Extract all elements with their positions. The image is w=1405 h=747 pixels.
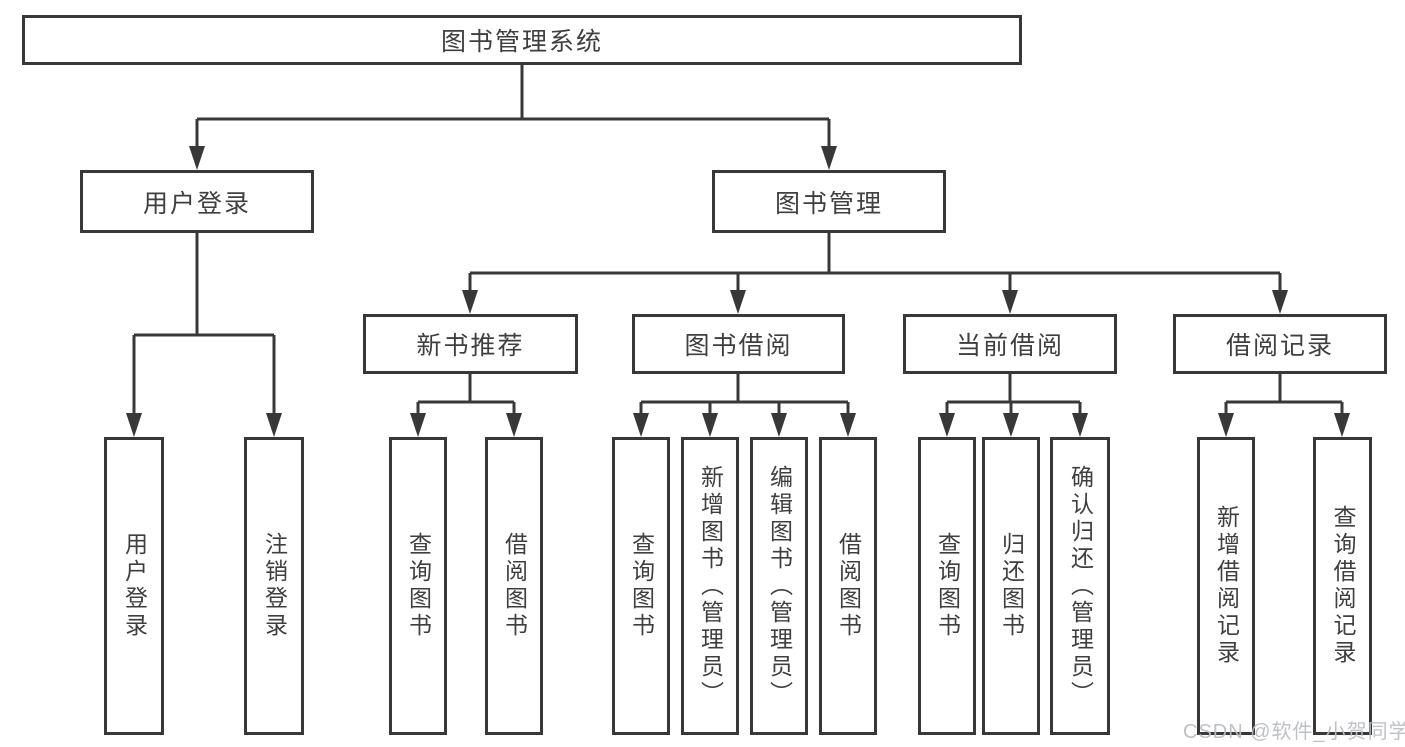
leaf-return-books: 归还图书 (982, 437, 1040, 735)
leaf-edit-books-admin-label: 编辑图书（管理员） (766, 464, 793, 708)
node-user-login-label: 用户登录 (142, 189, 251, 218)
node-root-label: 图书管理系统 (440, 28, 603, 56)
leaf-confirm-return-admin: 确认归还（管理员） (1050, 437, 1110, 735)
leaf-borrow-books-recommend: 借阅图书 (485, 437, 543, 735)
leaf-logout: 注销登录 (244, 437, 304, 735)
leaf-borrow-books-borrowing-label: 借阅图书 (835, 532, 862, 640)
leaf-add-books-admin-label: 新增图书（管理员） (697, 464, 724, 708)
leaf-confirm-return-admin-label: 确认归还（管理员） (1067, 464, 1094, 708)
node-book-management-label: 图书管理 (774, 189, 883, 218)
node-borrowing-records-label: 借阅记录 (1225, 332, 1334, 360)
leaf-logout-label: 注销登录 (261, 532, 288, 640)
leaf-query-books-recommend-label: 查询图书 (405, 532, 432, 640)
leaf-query-books-borrowing: 查询图书 (612, 437, 670, 735)
leaf-query-books-current-label: 查询图书 (934, 532, 961, 640)
leaf-query-borrow-record-label: 查询借阅记录 (1330, 505, 1356, 667)
node-book-borrowing-label: 图书借阅 (684, 332, 793, 360)
leaf-query-books-recommend: 查询图书 (389, 437, 447, 735)
leaf-query-borrow-record: 查询借阅记录 (1313, 437, 1372, 735)
leaf-user-login: 用户登录 (104, 437, 164, 735)
csdn-watermark: CSDN @软件_小贺同学 (1183, 721, 1405, 743)
node-book-borrowing: 图书借阅 (632, 314, 845, 374)
node-current-borrowing: 当前借阅 (903, 314, 1117, 374)
node-root: 图书管理系统 (22, 15, 1022, 65)
leaf-borrow-books-recommend-label: 借阅图书 (501, 532, 528, 640)
node-new-book-recommend: 新书推荐 (363, 314, 578, 374)
node-borrowing-records: 借阅记录 (1173, 314, 1387, 374)
node-user-login: 用户登录 (80, 170, 314, 233)
leaf-query-books-current: 查询图书 (918, 437, 976, 735)
leaf-edit-books-admin: 编辑图书（管理员） (750, 437, 808, 735)
node-new-book-recommend-label: 新书推荐 (416, 332, 525, 360)
leaf-add-borrow-record: 新增借阅记录 (1197, 437, 1255, 735)
leaf-query-books-borrowing-label: 查询图书 (628, 532, 655, 640)
node-book-management: 图书管理 (712, 170, 946, 233)
leaf-return-books-label: 归还图书 (998, 532, 1025, 640)
leaf-borrow-books-borrowing: 借阅图书 (819, 437, 877, 735)
node-current-borrowing-label: 当前借阅 (955, 332, 1064, 360)
leaf-user-login-label: 用户登录 (121, 532, 148, 640)
leaf-add-borrow-record-label: 新增借阅记录 (1213, 505, 1240, 667)
leaf-add-books-admin: 新增图书（管理员） (681, 437, 739, 735)
